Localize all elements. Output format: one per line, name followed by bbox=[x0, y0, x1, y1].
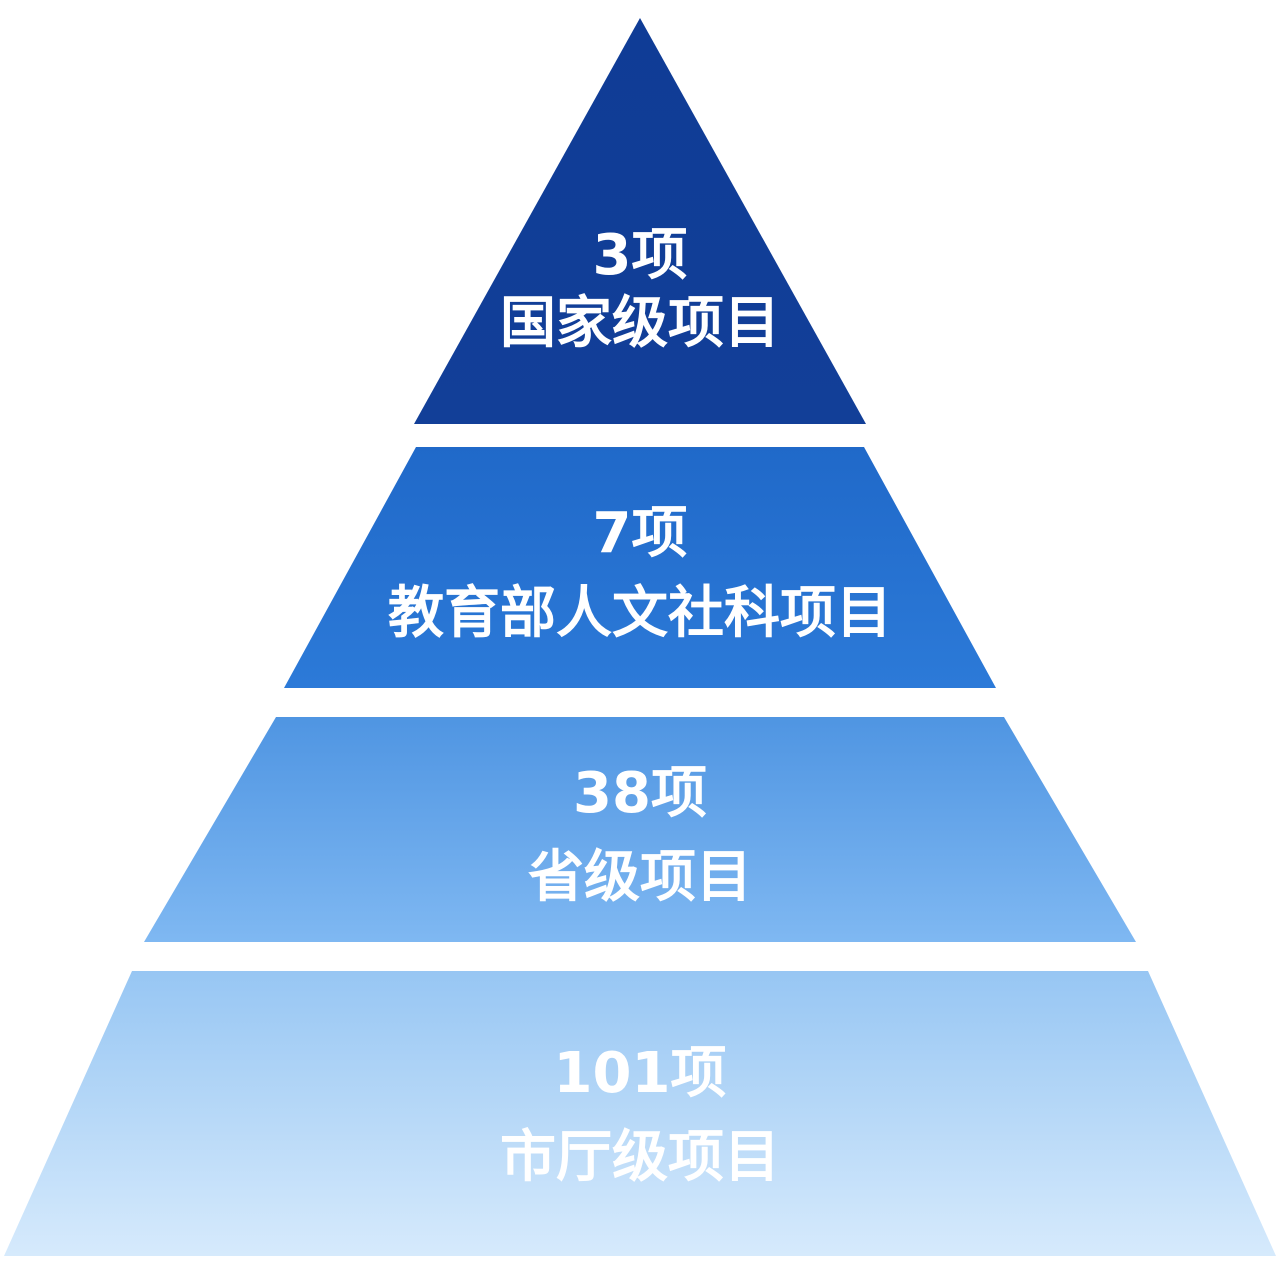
tier-2-count: 7项 bbox=[592, 501, 688, 566]
pyramid-tier-2 bbox=[284, 447, 996, 688]
tier-3-count: 38项 bbox=[573, 761, 707, 826]
pyramid-tier-3 bbox=[144, 717, 1136, 942]
pyramid-tier-1 bbox=[414, 18, 866, 424]
tier-2-name: 教育部人文社科项目 bbox=[388, 581, 892, 646]
pyramid-tier-4 bbox=[4, 971, 1276, 1256]
tier-4-name: 市厅级项目 bbox=[500, 1125, 780, 1190]
tier-1-count: 3项 bbox=[592, 223, 688, 288]
tier-4-count: 101项 bbox=[553, 1041, 727, 1106]
tier-1-name: 国家级项目 bbox=[500, 291, 780, 356]
tier-3-name: 省级项目 bbox=[528, 845, 752, 910]
